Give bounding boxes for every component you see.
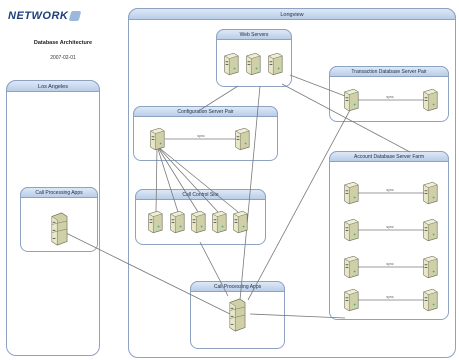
account-server-3a-icon <box>342 255 360 284</box>
group-call-control-site-label: Call Control Site <box>135 189 266 200</box>
group-call-processing-apps-la-label: Call Processing Apps <box>20 187 98 198</box>
control-server-3-icon <box>189 210 207 239</box>
link-config-to-control-1 <box>155 145 158 213</box>
account-server-4b-icon <box>421 288 439 317</box>
account-sync-label-2: sync <box>386 225 393 229</box>
web-server-2-icon <box>244 52 262 81</box>
account-sync-label-4: sync <box>386 295 393 299</box>
zone-longview-label: Longview <box>128 8 456 20</box>
diagram-date: 2007-02-01 <box>50 55 76 61</box>
account-sync-label-3: sync <box>386 262 393 266</box>
config-server-1-icon <box>148 127 166 156</box>
link-web-to-transaction <box>289 74 346 97</box>
web-server-1-icon <box>222 52 240 81</box>
control-server-5-icon <box>231 210 249 239</box>
link-config-to-control-2 <box>156 145 179 213</box>
transaction-sync-label: sync <box>386 95 393 99</box>
link-config-to-control-3 <box>156 145 199 213</box>
link-web-to-longview-apps <box>239 85 261 301</box>
link-web-to-config <box>199 85 239 111</box>
control-server-2-icon <box>168 210 186 239</box>
link-control-to-longview-apps <box>199 241 229 297</box>
group-transaction-database-server-pair-label: Transaction Database Server Pair <box>329 66 449 77</box>
account-server-1b-icon <box>421 181 439 210</box>
link-la-apps-to-longview-apps <box>63 231 233 316</box>
company-logo-text: NETWORK <box>8 10 69 22</box>
account-server-1a-icon <box>342 181 360 210</box>
account-server-4a-icon <box>342 288 360 317</box>
account-server-3b-icon <box>421 255 439 284</box>
group-account-database-server-farm-label: Account Database Server Farm <box>329 151 449 162</box>
transaction-server-2-icon <box>421 88 439 117</box>
account-server-2b-icon <box>421 218 439 247</box>
company-logo: NETWORK <box>4 8 122 24</box>
transaction-server-1-icon <box>342 88 360 117</box>
longview-call-processing-server-icon <box>226 298 248 337</box>
config-sync-label: sync <box>197 134 204 138</box>
link-config-to-control-4 <box>156 145 219 213</box>
zone-los-angeles-label: Los Angeles <box>6 80 100 92</box>
group-web-servers-label: Web Servers <box>216 29 292 40</box>
group-call-processing-apps-longview-label: Call Processing Apps <box>190 281 285 292</box>
account-sync-label-1: sync <box>386 188 393 192</box>
link-transaction-to-longview-apps <box>247 109 351 301</box>
control-server-4-icon <box>210 210 228 239</box>
web-server-3-icon <box>266 52 284 81</box>
diagram-title: Database Architecture <box>33 40 93 46</box>
link-account-farm-to-longview-apps <box>249 313 346 319</box>
config-server-2-icon <box>233 127 251 156</box>
control-server-1-icon <box>146 210 164 239</box>
title-block: NETWORK Database Architecture 2007-02-01 <box>4 8 122 70</box>
account-server-2a-icon <box>342 218 360 247</box>
link-config-to-control-5 <box>156 145 239 213</box>
la-call-processing-server-icon <box>48 212 70 251</box>
